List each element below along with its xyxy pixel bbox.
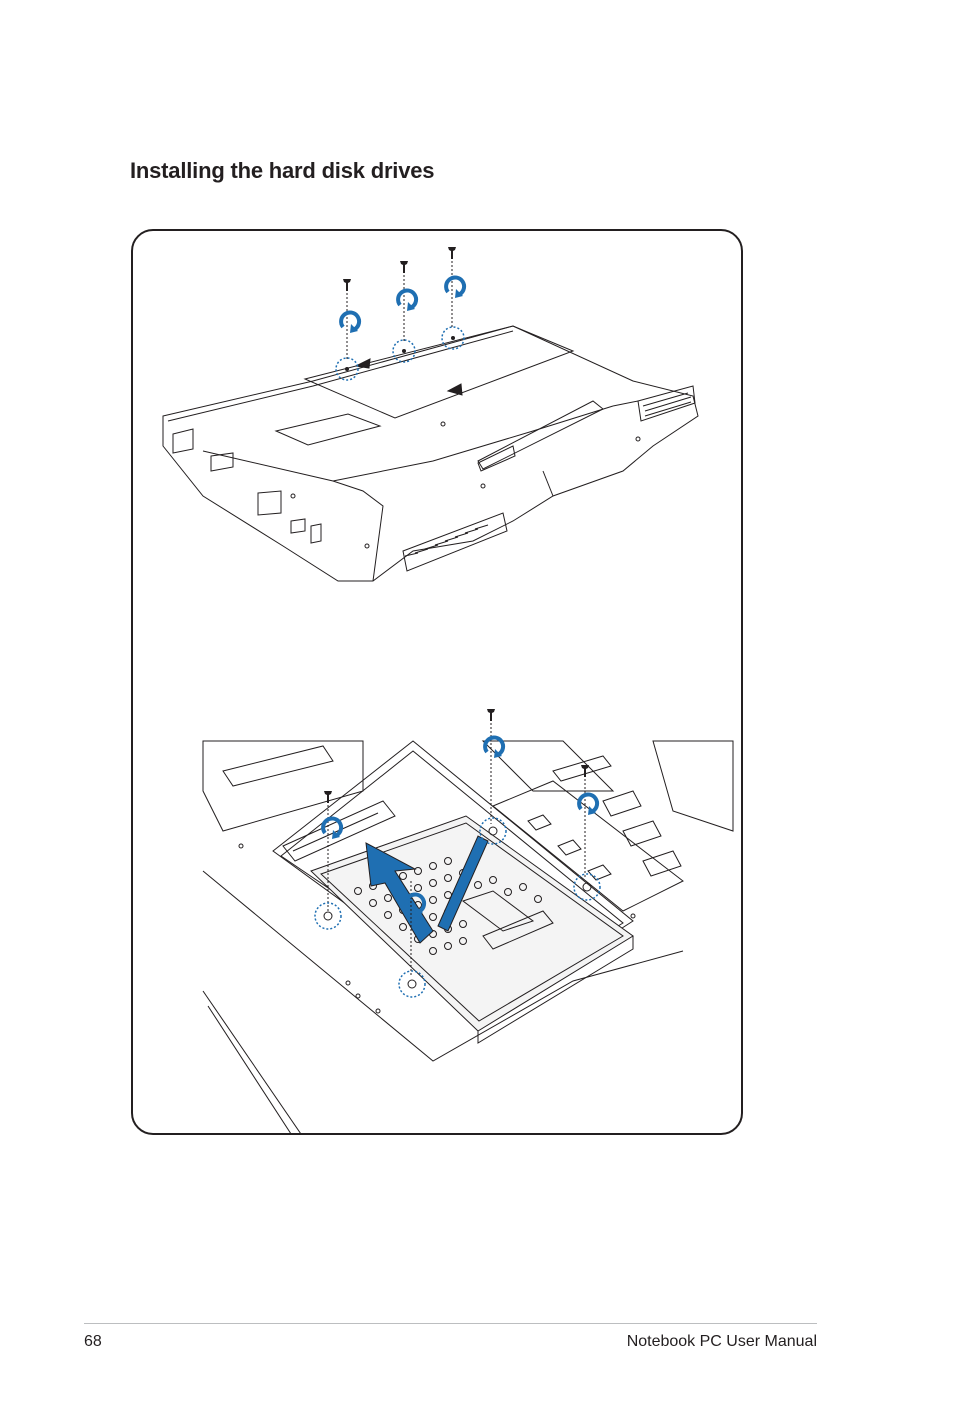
- rotate-arrow-icon: [341, 312, 359, 333]
- rear-vent: [403, 513, 507, 571]
- top-screw-group-1: [336, 279, 359, 380]
- screw-icon: [581, 765, 589, 777]
- illustration-frame: [131, 229, 743, 1135]
- rotate-arrow-icon: [398, 290, 416, 311]
- top-screw-group-2: [393, 261, 416, 362]
- screw-icon: [448, 247, 456, 259]
- rotate-arrow-icon: [446, 277, 464, 298]
- section-title: Installing the hard disk drives: [130, 158, 434, 184]
- page-number: 68: [84, 1333, 102, 1351]
- top-screw-group-3: [442, 247, 464, 349]
- hdd-bay-illustration: [203, 741, 733, 1135]
- screw-icon: [343, 279, 351, 291]
- rotate-arrow-icon: [579, 794, 597, 815]
- screw-icon: [487, 709, 495, 721]
- screw-icon: [324, 791, 332, 803]
- screw-icon: [400, 261, 408, 273]
- laptop-underside-illustration: [163, 326, 698, 581]
- manual-title: Notebook PC User Manual: [627, 1333, 817, 1351]
- footer-divider: [84, 1323, 817, 1324]
- illustration-svg: [133, 231, 743, 1135]
